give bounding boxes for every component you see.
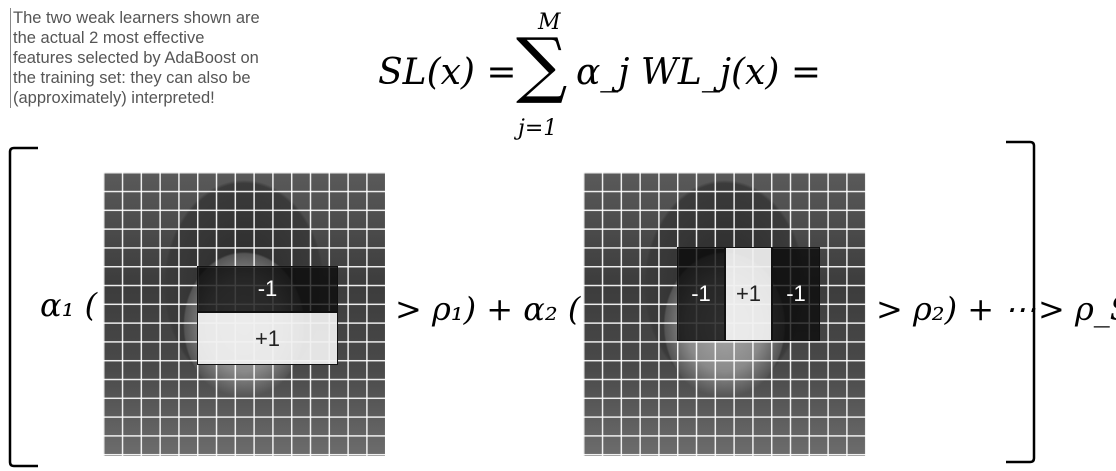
haar-region-negative-right: -1 [772, 247, 820, 341]
sum-upper-limit: M [538, 10, 561, 35]
haar-region-negative: -1 [197, 266, 338, 312]
note-line: The two weak learners shown are [13, 9, 260, 27]
haar-weight-label: -1 [691, 281, 711, 306]
note-line: the actual 2 most effective [13, 29, 205, 47]
right-bracket [1006, 140, 1036, 464]
face-image-1: -1 +1 [103, 172, 385, 456]
term1-open: α₁ ( [40, 286, 98, 324]
haar-region-positive-center: +1 [725, 247, 772, 341]
face-image-2: -1 +1 -1 [583, 172, 866, 456]
note-line: (approximately) interpreted! [13, 89, 215, 107]
summation-symbol: ∑ [516, 22, 568, 106]
strong-learner-formula: SL(x) = M ∑ j=1 α_j WL_j(x) = [378, 0, 821, 150]
note-line: features selected by AdaBoost on [13, 49, 259, 67]
explanation-note: The two weak learners shown are the actu… [10, 8, 333, 108]
note-line: the training set: they can also be [13, 69, 251, 87]
haar-weight-label: -1 [786, 281, 806, 306]
haar-region-negative-left: -1 [677, 247, 725, 341]
final-threshold: > ρ_SL [1038, 290, 1116, 328]
term2-close: > ρ₂) + ⋯ [876, 290, 1037, 328]
formula-lhs: SL(x) = [378, 52, 517, 93]
haar-region-positive: +1 [197, 312, 338, 365]
formula-rhs: α_j WL_j(x) = [576, 52, 821, 93]
haar-weight-label: +1 [254, 325, 281, 351]
left-bracket [8, 146, 38, 468]
haar-weight-label: +1 [735, 281, 762, 306]
sum-lower-limit: j=1 [518, 116, 558, 141]
haar-weight-label: -1 [257, 276, 278, 301]
term1-close: > ρ₁) + α₂ ( [395, 290, 581, 328]
